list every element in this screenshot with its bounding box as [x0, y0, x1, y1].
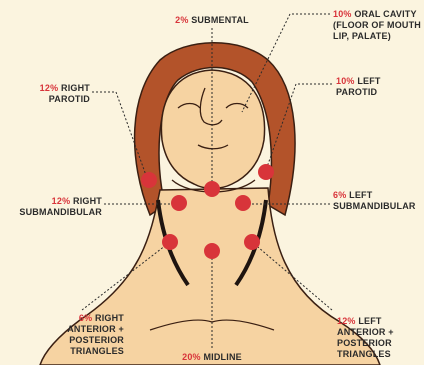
label-midline: 20% MIDLINE	[162, 352, 262, 363]
label-left-parotid: 10% LEFT PAROTID	[336, 76, 381, 98]
label-left-triangles: 12% LEFT ANTERIOR + POSTERIOR TRIANGLES	[337, 316, 394, 360]
face	[161, 70, 264, 189]
label-right-parotid: 12% RIGHT PAROTID	[10, 83, 90, 105]
label-oral-cavity: 10% ORAL CAVITY (FLOOR OF MOUTH LIP, PAL…	[333, 9, 421, 42]
label-right-submandibular: 12% RIGHT SUBMANDIBULAR	[4, 196, 102, 218]
marker-submental	[204, 181, 220, 197]
marker-right-triangles	[162, 234, 178, 250]
marker-right-submandibular	[171, 195, 187, 211]
marker-left-parotid	[258, 164, 274, 180]
marker-right-parotid	[141, 172, 157, 188]
marker-left-submandibular	[235, 195, 251, 211]
marker-left-triangles	[244, 234, 260, 250]
label-submental: 2% SUBMENTAL	[162, 15, 262, 26]
label-right-triangles: 6% RIGHT ANTERIOR + POSTERIOR TRIANGLES	[10, 313, 124, 357]
marker-midline	[204, 243, 220, 259]
label-left-submandibular: 6% LEFT SUBMANDIBULAR	[333, 190, 416, 212]
